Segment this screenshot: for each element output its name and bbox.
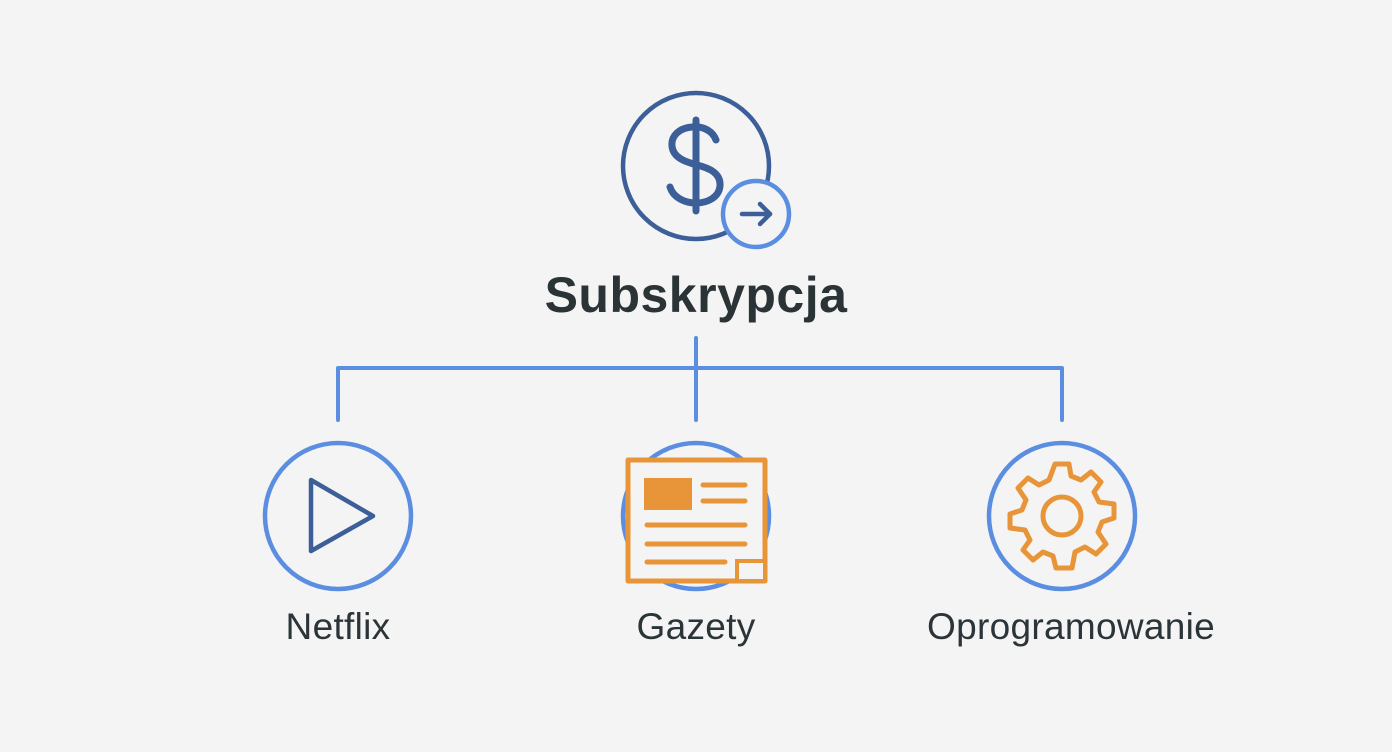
child-label-oprogramowanie: Oprogramowanie — [926, 606, 1216, 647]
root-title: Subskrypcja — [544, 267, 848, 323]
play-icon — [262, 440, 414, 592]
dollar-arrow-icon — [620, 90, 792, 250]
arrow-badge-icon — [720, 178, 792, 250]
connector-lines — [336, 336, 1064, 422]
child-label-netflix: Netflix — [285, 606, 391, 647]
newspaper-icon — [620, 440, 772, 592]
dollar-sign-icon — [666, 116, 724, 215]
child-label-gazety: Gazety — [636, 606, 756, 647]
gear-icon — [986, 440, 1138, 592]
